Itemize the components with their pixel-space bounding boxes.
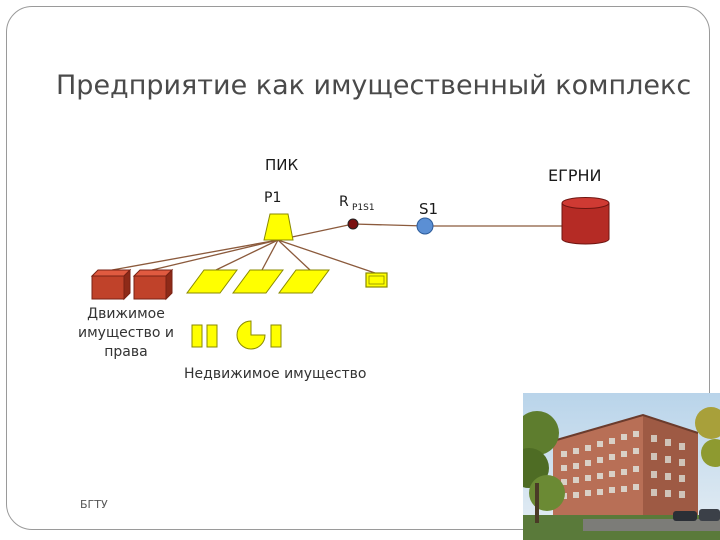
link-p1-small-rect <box>277 239 376 274</box>
connector-lines <box>111 223 563 274</box>
slide-title: Предприятие как имущественный комплекс <box>56 70 692 101</box>
link-r-s1 <box>352 223 426 227</box>
r-node <box>347 218 359 230</box>
link-p1-parcel-3 <box>277 239 311 271</box>
r-label: R <box>339 194 349 210</box>
s1-label: S1 <box>419 200 439 218</box>
immovable-small-rect <box>365 272 388 288</box>
link-p1-movable-1 <box>111 239 279 271</box>
immovable-pie-shape <box>236 320 266 350</box>
immovable-parcel-2 <box>232 269 284 294</box>
immovable-parcel-1 <box>186 269 238 294</box>
building-photo-image <box>523 393 720 540</box>
immovable-bar-3 <box>270 324 282 348</box>
immovable-parcel-3 <box>278 269 330 294</box>
link-p1-parcel-2 <box>261 239 279 271</box>
link-p1-movable-2 <box>151 239 279 271</box>
r-subscript: P1S1 <box>352 203 375 213</box>
immovable-bar-1 <box>191 324 203 348</box>
building-photo <box>523 393 720 540</box>
pik-label: ПИК <box>265 156 299 174</box>
link-p1-parcel-1 <box>215 239 279 271</box>
p1-node <box>263 213 294 241</box>
s1-node <box>416 217 434 235</box>
movable-box-1 <box>90 268 132 301</box>
immovable-bar-2 <box>206 324 218 348</box>
movable-box-2 <box>132 268 174 301</box>
footer-label: БГТУ <box>80 498 108 511</box>
registry-cylinder <box>561 197 610 245</box>
movable-property-label: Движимое имущество и права <box>78 306 174 360</box>
immovable-property-label: Недвижимое имущество <box>184 366 367 382</box>
registry-label: ЕГРНИ <box>548 166 602 185</box>
p1-label: P1 <box>264 190 282 206</box>
